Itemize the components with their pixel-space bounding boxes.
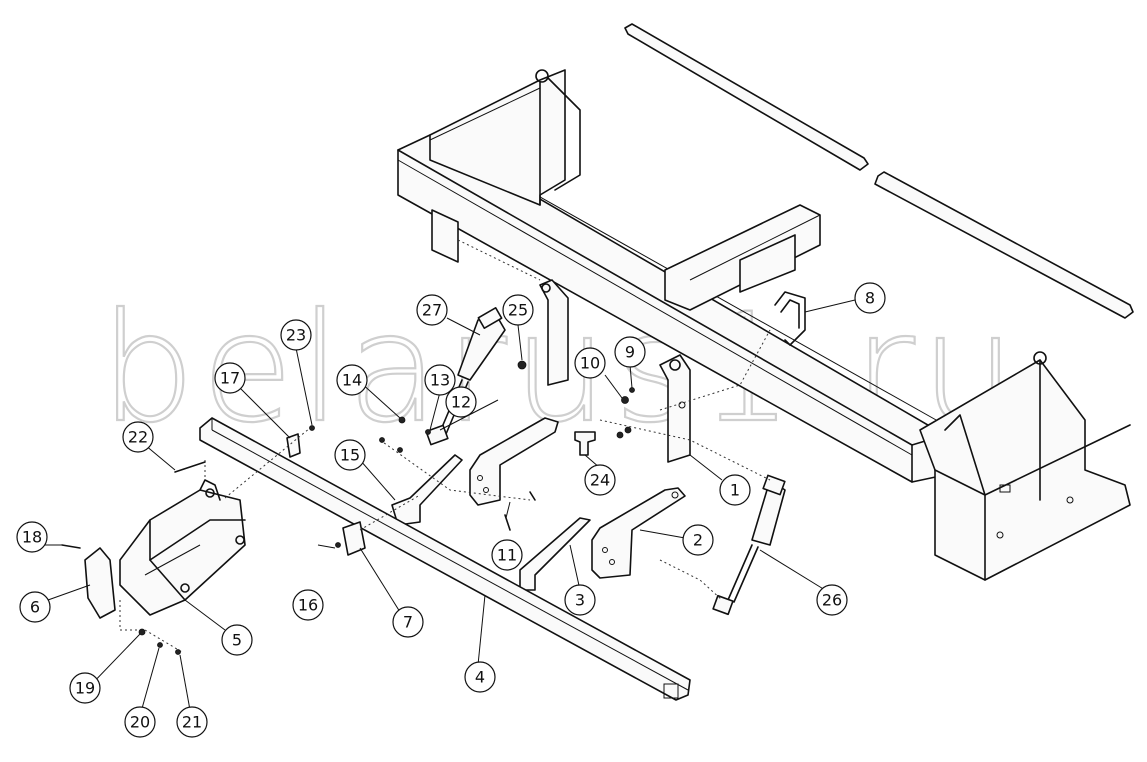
main-frame bbox=[397, 69, 1131, 581]
svg-text:7: 7 bbox=[403, 613, 413, 632]
svg-text:13: 13 bbox=[430, 371, 450, 390]
svg-text:23: 23 bbox=[286, 326, 306, 345]
callout-7: 7 bbox=[392, 606, 424, 638]
part-3-link bbox=[519, 517, 591, 591]
callout-27: 27 bbox=[416, 294, 448, 326]
svg-text:9: 9 bbox=[625, 343, 635, 362]
part-6-plate bbox=[84, 547, 116, 619]
callout-19: 19 bbox=[69, 672, 101, 704]
callout-17: 17 bbox=[214, 362, 246, 394]
part-5-hitch bbox=[119, 479, 246, 616]
top-rods bbox=[624, 23, 1134, 319]
callout-21: 21 bbox=[176, 706, 208, 738]
callout-3: 3 bbox=[564, 584, 596, 616]
callout-25: 25 bbox=[502, 294, 534, 326]
callout-24: 24 bbox=[584, 464, 616, 496]
callout-2: 2 bbox=[682, 524, 714, 556]
callout-12: 12 bbox=[445, 386, 477, 418]
svg-text:12: 12 bbox=[451, 393, 471, 412]
hardware bbox=[61, 360, 635, 655]
svg-text:5: 5 bbox=[232, 631, 242, 650]
callout-15: 15 bbox=[334, 439, 366, 471]
callout-20: 20 bbox=[124, 706, 156, 738]
assembly-lines bbox=[119, 239, 771, 653]
svg-text:17: 17 bbox=[220, 369, 240, 388]
callout-18: 18 bbox=[16, 521, 48, 553]
small-plates bbox=[286, 433, 366, 556]
svg-text:19: 19 bbox=[75, 679, 95, 698]
callout-26: 26 bbox=[816, 584, 848, 616]
svg-text:18: 18 bbox=[22, 528, 42, 547]
svg-text:6: 6 bbox=[30, 598, 40, 617]
callout-13: 13 bbox=[424, 364, 456, 396]
svg-text:16: 16 bbox=[298, 596, 318, 615]
callout-4: 4 bbox=[464, 661, 496, 693]
callout-11: 11 bbox=[491, 539, 523, 571]
callout-8: 8 bbox=[854, 282, 886, 314]
svg-text:14: 14 bbox=[342, 371, 362, 390]
svg-text:21: 21 bbox=[182, 713, 202, 732]
svg-text:27: 27 bbox=[422, 301, 442, 320]
part-26-cylinder bbox=[712, 474, 786, 616]
callouts: 1 2 3 4 5 6 7 8 9 10 11 12 13 14 15 16 1… bbox=[16, 282, 886, 738]
callout-9: 9 bbox=[614, 336, 646, 368]
svg-text:22: 22 bbox=[128, 428, 148, 447]
svg-text:1: 1 bbox=[730, 481, 740, 500]
part-2-link bbox=[591, 487, 686, 579]
svg-text:3: 3 bbox=[575, 591, 585, 610]
callout-10: 10 bbox=[574, 347, 606, 379]
svg-text:26: 26 bbox=[822, 591, 842, 610]
callout-16: 16 bbox=[292, 589, 324, 621]
middle-link-plates bbox=[391, 417, 559, 526]
svg-text:15: 15 bbox=[340, 446, 360, 465]
callout-23: 23 bbox=[280, 319, 312, 351]
callout-22: 22 bbox=[122, 421, 154, 453]
svg-text:4: 4 bbox=[475, 668, 485, 687]
callout-6: 6 bbox=[19, 591, 51, 623]
part-8-handle bbox=[774, 291, 806, 346]
part-4-bar bbox=[199, 417, 691, 701]
part-25-bracket bbox=[539, 279, 569, 386]
svg-text:20: 20 bbox=[130, 713, 150, 732]
svg-text:24: 24 bbox=[590, 471, 610, 490]
svg-text:8: 8 bbox=[865, 289, 875, 308]
callout-5: 5 bbox=[221, 624, 253, 656]
svg-text:11: 11 bbox=[497, 546, 517, 565]
svg-text:10: 10 bbox=[580, 354, 600, 373]
callout-14: 14 bbox=[336, 364, 368, 396]
svg-text:25: 25 bbox=[508, 301, 528, 320]
callout-1: 1 bbox=[719, 474, 751, 506]
svg-text:2: 2 bbox=[693, 531, 703, 550]
